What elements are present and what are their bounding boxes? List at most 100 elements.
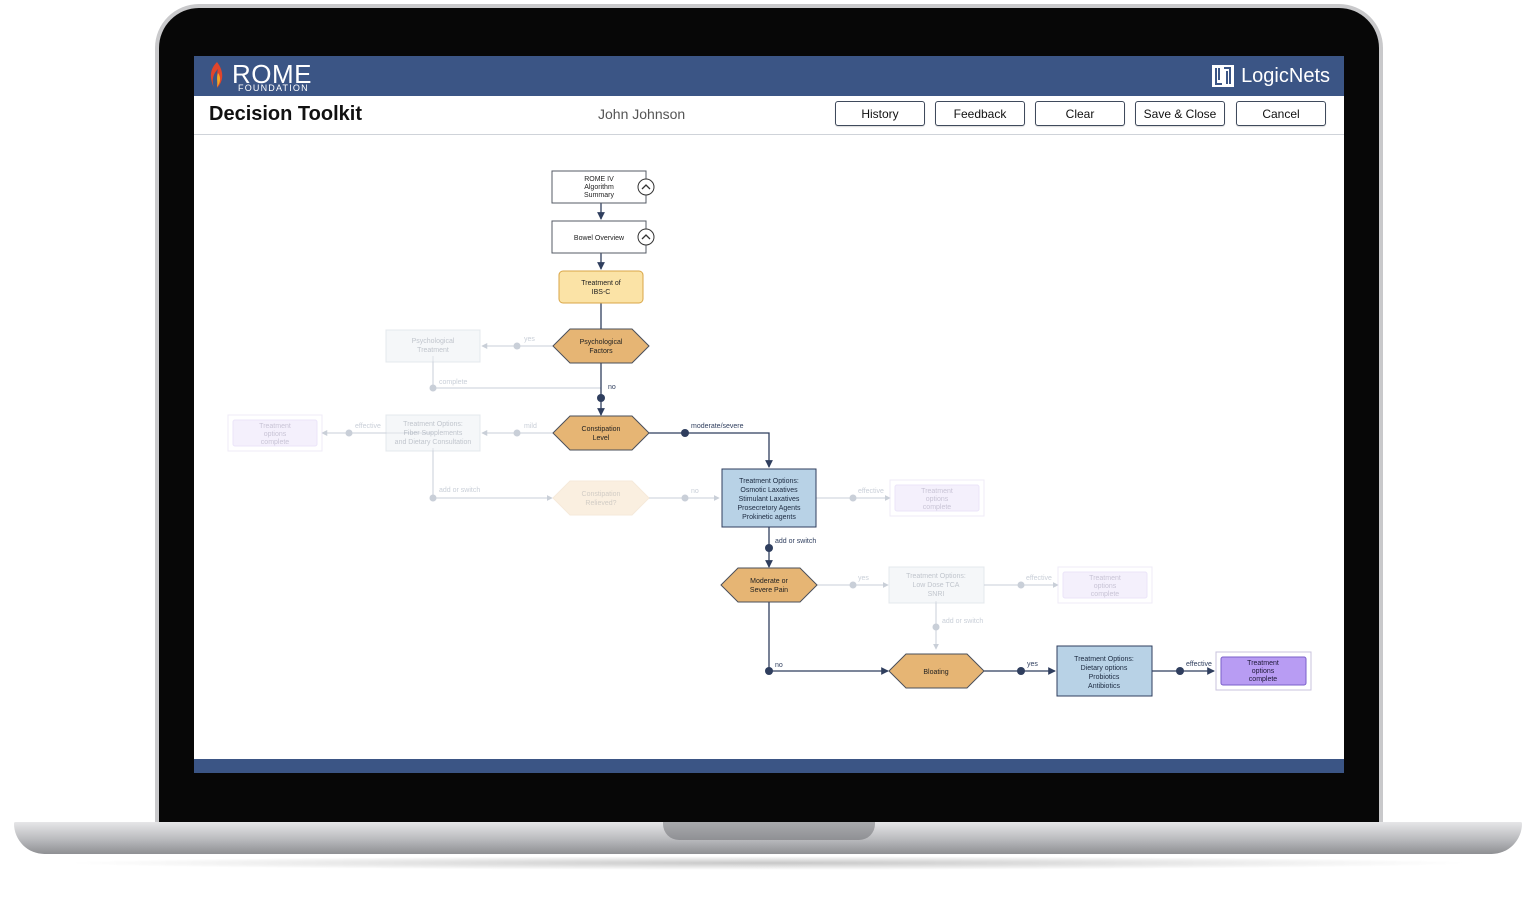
laptop-notch <box>663 822 875 840</box>
edge-labels: yes complete no mild effective add or sw… <box>355 336 1212 669</box>
edge-label-fiber-effective: effective <box>355 423 381 430</box>
node-laxatives[interactable]: Treatment Options: Osmotic Laxatives Sti… <box>721 468 817 528</box>
node-tca[interactable]: Treatment Options: Low Dose TCA SNRI <box>888 566 985 604</box>
feedback-button[interactable]: Feedback <box>935 101 1025 126</box>
brand-subtitle: FOUNDATION <box>238 83 309 93</box>
node-fiber-options[interactable]: Treatment Options: Fiber Supplements and… <box>385 414 481 452</box>
footer-bar <box>194 759 1344 773</box>
complete-pain-line2: options <box>1094 583 1117 590</box>
edge-label-fiber-add-switch: add or switch <box>439 487 480 494</box>
laxatives-line1: Treatment Options: <box>739 478 799 485</box>
brand-header: ROME FOUNDATION LogicNets <box>194 56 1344 96</box>
pain-line2: Severe Pain <box>750 587 788 594</box>
bowel-label: Bowel Overview <box>574 235 625 242</box>
dietary-line4: Antibiotics <box>1088 683 1120 690</box>
tca-line1: Treatment Options: <box>906 573 966 580</box>
dietary-line1: Treatment Options: <box>1074 656 1134 663</box>
partner-name: LogicNets <box>1241 64 1330 87</box>
edge-label-relieved-no: no <box>691 488 699 495</box>
node-complete-pain[interactable]: Treatment options complete <box>1057 566 1153 604</box>
cancel-button[interactable]: Cancel <box>1236 101 1326 126</box>
edge-label-psych-no: no <box>608 384 616 391</box>
fiber-line2: Fiber Supplements <box>404 430 463 437</box>
flame-icon <box>210 62 223 88</box>
tca-line2: Low Dose TCA <box>913 582 960 589</box>
node-algorithm-summary[interactable]: ROME IV Algorithm Summary <box>551 170 655 204</box>
edge-label-mild: mild <box>524 423 537 430</box>
page-title: Decision Toolkit <box>209 103 362 125</box>
bloating-label: Bloating <box>923 669 948 676</box>
edge-label-laxatives-effective: effective <box>858 488 884 495</box>
history-button[interactable]: History <box>835 101 925 126</box>
fiber-line1: Treatment Options: <box>403 421 463 428</box>
summary-line1: ROME IV <box>584 176 614 183</box>
laxatives-line3: Stimulant Laxatives <box>739 496 800 503</box>
constipation-line2: Level <box>593 435 610 442</box>
ibsc-line1: Treatment of <box>581 280 620 287</box>
laptop-shadow <box>60 856 1476 870</box>
edge-label-pain-yes: yes <box>858 575 869 582</box>
node-psych-factors[interactable]: Psychological Factors <box>552 328 650 364</box>
app-screen: ROME FOUNDATION LogicNets Decision Toolk… <box>194 56 1344 773</box>
complete-left-line3: complete <box>261 439 290 446</box>
pain-line1: Moderate or <box>750 578 788 585</box>
edge-label-bloating-yes: yes <box>1027 661 1038 668</box>
complete-pain-line3: complete <box>1091 591 1120 598</box>
relieved-line1: Constipation <box>582 491 621 498</box>
edge-label-psych-yes: yes <box>524 336 535 343</box>
node-constipation-level[interactable]: Constipation Level <box>552 415 650 451</box>
complete-left-line1: Treatment <box>259 423 291 430</box>
summary-line3: Summary <box>584 192 614 199</box>
dietary-line3: Probiotics <box>1089 674 1120 681</box>
complete-mid-line1: Treatment <box>921 488 953 495</box>
summary-line2: Algorithm <box>584 184 614 191</box>
edge-label-pain-no: no <box>775 662 783 669</box>
complete-mid-line2: options <box>926 496 949 503</box>
edge-label-moderate-severe: moderate/severe <box>691 423 744 430</box>
faded-dots <box>345 342 1025 631</box>
collapse-icon[interactable] <box>637 178 655 196</box>
rome-foundation-logo: ROME FOUNDATION <box>208 59 318 93</box>
complete-left-line2: options <box>264 431 287 438</box>
psych-treatment-line1: Psychological <box>412 338 455 345</box>
node-dietary[interactable]: Treatment Options: Dietary options Probi… <box>1056 645 1153 697</box>
relieved-line2: Relieved? <box>585 500 616 507</box>
user-name: John Johnson <box>598 106 686 122</box>
edge-label-psych-complete: complete <box>439 379 468 386</box>
edge-label-laxatives-add-switch: add or switch <box>775 538 816 545</box>
flowchart: Psychological Treatment Treatment Option… <box>227 170 1312 697</box>
ibsc-line2: IBS-C <box>592 289 611 296</box>
laxatives-line2: Osmotic Laxatives <box>740 487 798 494</box>
tca-line3: SNRI <box>928 591 945 598</box>
complete-final-line1: Treatment <box>1247 660 1279 667</box>
logicnets-logo: LogicNets <box>1212 63 1330 89</box>
psych-factors-line2: Factors <box>589 348 613 355</box>
constipation-line1: Constipation <box>582 426 621 433</box>
node-psych-treatment[interactable]: Psychological Treatment <box>385 329 481 363</box>
edge-label-tca-effective: effective <box>1026 575 1052 582</box>
node-pain[interactable]: Moderate or Severe Pain <box>720 567 818 603</box>
brand-title: ROME <box>232 59 312 89</box>
node-complete-final[interactable]: Treatment options complete <box>1215 651 1312 691</box>
complete-final-line2: options <box>1252 668 1275 675</box>
complete-final-line3: complete <box>1249 676 1278 683</box>
collapse-icon[interactable] <box>637 228 655 246</box>
node-bowel-overview[interactable]: Bowel Overview <box>551 220 655 254</box>
flowchart-canvas: Psychological Treatment Treatment Option… <box>194 135 1344 759</box>
laxatives-line5: Prokinetic agents <box>742 514 796 521</box>
node-relieved[interactable]: Constipation Relieved? <box>552 480 650 516</box>
fiber-line3: and Dietary Consultation <box>395 439 472 446</box>
dietary-line2: Dietary options <box>1081 665 1128 672</box>
complete-mid-line3: complete <box>923 504 952 511</box>
node-bloating[interactable]: Bloating <box>888 653 985 689</box>
node-complete-left[interactable]: Treatment options complete <box>227 414 323 452</box>
save-close-button[interactable]: Save & Close <box>1135 101 1225 126</box>
node-complete-mid[interactable]: Treatment options complete <box>889 479 985 517</box>
node-treatment-ibsc[interactable]: Treatment of IBS-C <box>558 270 644 304</box>
psych-treatment-line2: Treatment <box>417 347 449 354</box>
active-dots <box>597 394 1184 675</box>
complete-pain-line1: Treatment <box>1089 575 1121 582</box>
edge-label-tca-add-switch: add or switch <box>942 618 983 625</box>
laxatives-line4: Prosecretory Agents <box>737 505 801 512</box>
clear-button[interactable]: Clear <box>1035 101 1125 126</box>
